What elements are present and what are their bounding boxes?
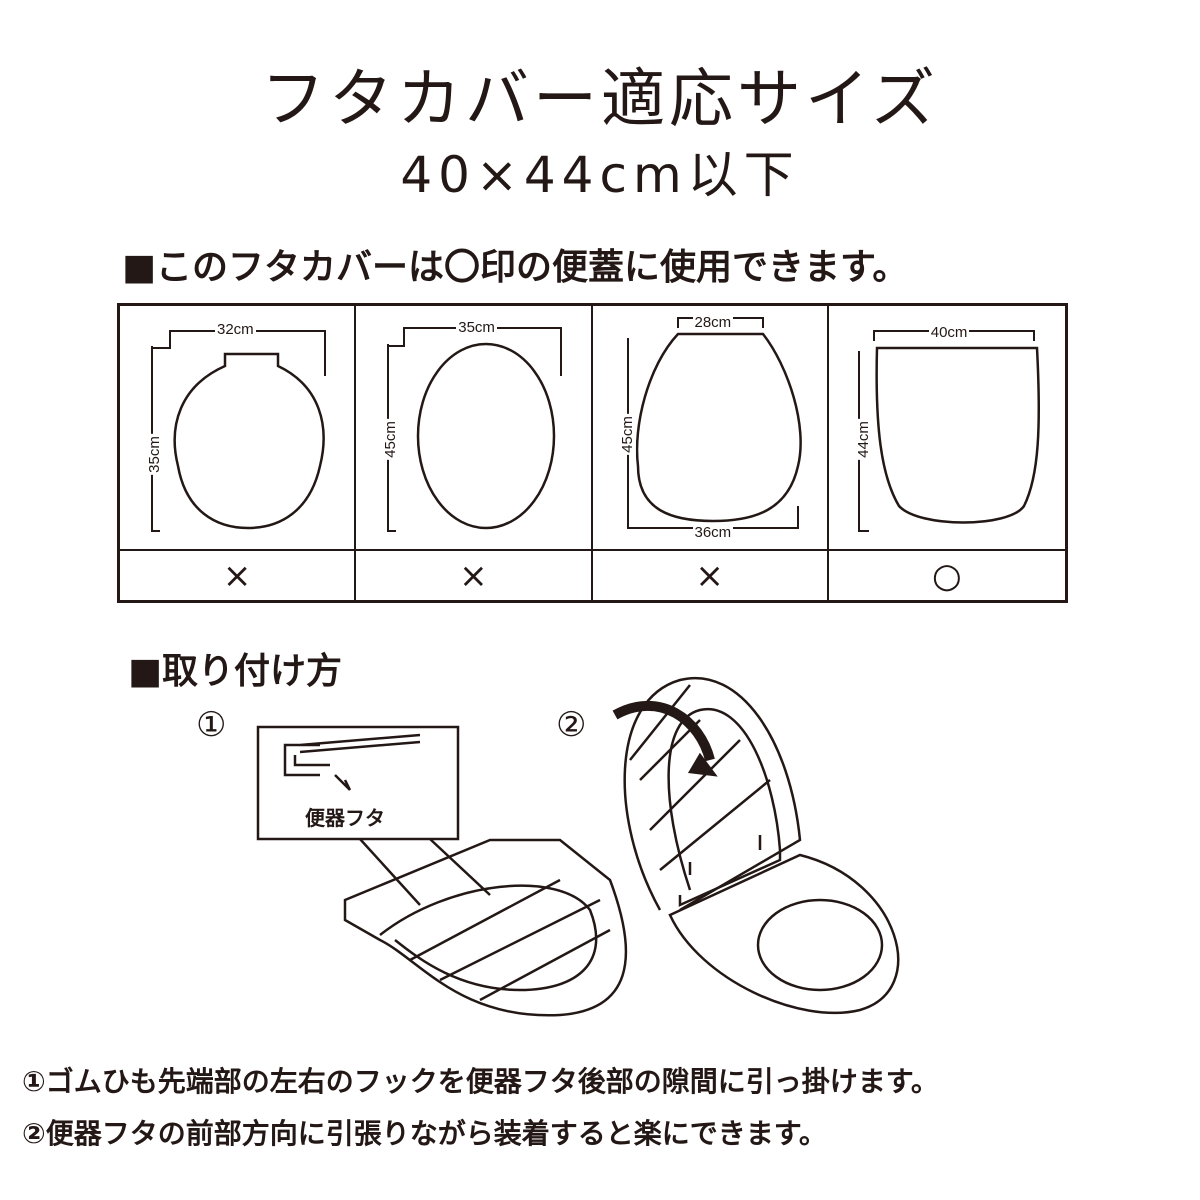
height-label: 45cm xyxy=(382,419,400,460)
lid-shape-3: 28cm 45cm 36cm xyxy=(592,306,829,551)
lid-shape-1: 32cm 35cm xyxy=(120,306,357,551)
lid-shape-4: 40cm 44cm xyxy=(828,306,1065,551)
lid-label: 便器フタ xyxy=(305,806,385,830)
installation-heading: ■取り付け方 xyxy=(128,651,343,692)
size-table: 32cm 35cm 35cm 45cm 28cm 45cm 36cm 40cm … xyxy=(117,303,1068,603)
width-label: 32cm xyxy=(215,321,256,338)
lid-outline-2 xyxy=(387,327,563,532)
result-mark-1: × xyxy=(120,551,357,600)
instruction-note-2: ②便器フタの前部方向に引張りながら装着すると楽にできます。 xyxy=(22,1117,827,1150)
width-label: 28cm xyxy=(692,314,734,331)
height-label: 44cm xyxy=(854,419,872,460)
result-mark-2: × xyxy=(356,551,593,600)
bottom-width-label: 36cm xyxy=(692,524,734,541)
height-label: 35cm xyxy=(145,434,163,475)
instruction-note-1: ①ゴムひも先端部の左右のフックを便器フタ後部の隙間に引っ掛けます。 xyxy=(22,1065,939,1098)
result-mark-3: × xyxy=(593,551,829,600)
height-label: 45cm xyxy=(618,414,636,455)
width-label: 40cm xyxy=(928,324,970,341)
result-mark-4: ○ xyxy=(932,555,962,596)
step-2-number: ② xyxy=(556,705,587,745)
compatibility-heading: ■このフタカバーは〇印の便蓋に使用できます。 xyxy=(122,247,909,288)
lid-shape-2: 35cm 45cm xyxy=(356,306,593,551)
width-label: 35cm xyxy=(456,319,497,336)
step-1-number: ① xyxy=(196,705,227,745)
lid-outline-1 xyxy=(151,330,326,532)
page-title: フタカバー適応サイズ xyxy=(260,63,940,137)
size-subtitle: 40×44cm以下 xyxy=(400,146,800,204)
